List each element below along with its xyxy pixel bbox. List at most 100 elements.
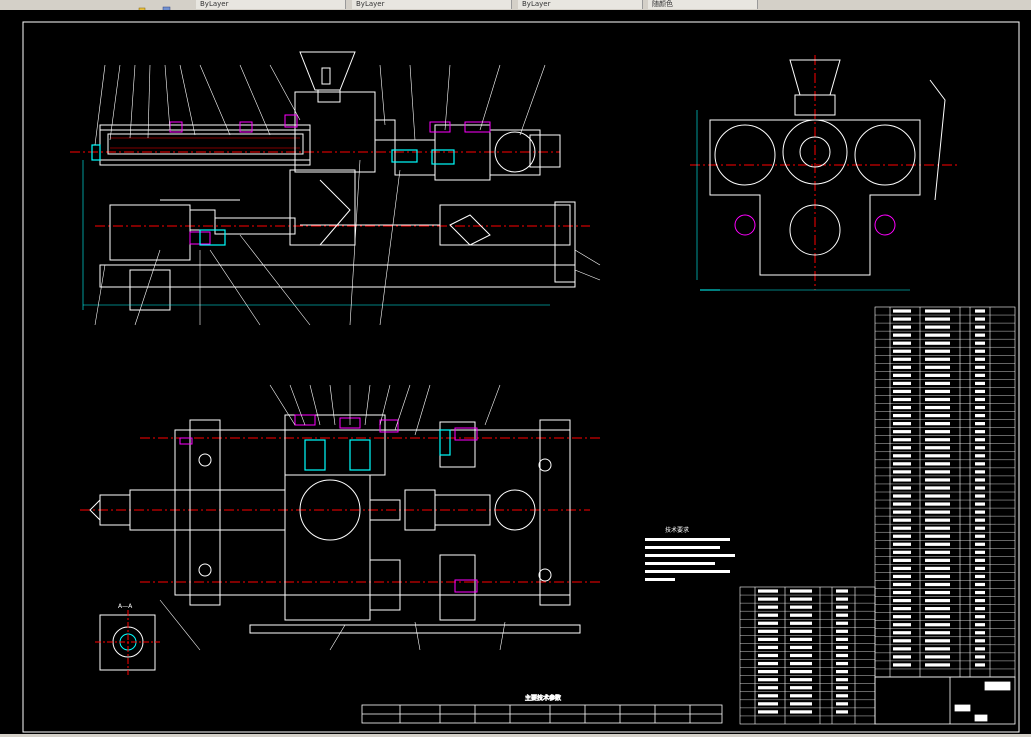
parts-right-cell-text bbox=[975, 454, 985, 458]
parts-right-cell-text bbox=[893, 486, 911, 490]
layer-stack-icon[interactable] bbox=[162, 0, 171, 14]
parts-left-cell-text bbox=[758, 670, 778, 674]
parts-right-cell-text bbox=[925, 365, 950, 369]
parts-right-cell-text bbox=[975, 365, 985, 369]
parts-right-cell-text bbox=[893, 631, 911, 635]
parts-left-cell-text bbox=[836, 613, 848, 617]
parts-left-cell-text bbox=[790, 702, 812, 706]
technical-requirements: 技术要求 bbox=[645, 526, 735, 581]
parts-left-cell-text bbox=[790, 661, 812, 666]
parts-right-cell-text bbox=[925, 542, 950, 546]
parts-right-cell-text bbox=[925, 317, 950, 321]
parts-right-cell-text bbox=[925, 615, 950, 619]
parts-right-cell-text bbox=[893, 422, 911, 426]
parts-right-cell-text bbox=[893, 349, 911, 353]
parts-right-cell-text bbox=[975, 518, 985, 522]
parts-right-cell-text bbox=[975, 446, 985, 450]
parts-left-cell-text bbox=[790, 621, 812, 625]
parts-right-cell-text bbox=[975, 542, 985, 546]
plotstyle-dropdown[interactable]: 随颜色 bbox=[648, 0, 758, 9]
parts-right-cell-text bbox=[975, 405, 985, 410]
parts-right-cell-text bbox=[975, 438, 985, 442]
parts-right-cell-text bbox=[925, 502, 950, 506]
parts-right-cell-text bbox=[975, 663, 985, 667]
parts-left-cell-text bbox=[836, 678, 848, 682]
parts-left-cell-text bbox=[836, 694, 848, 698]
cad-drawing[interactable]: A—A 技术要求 主要技术参数 bbox=[0, 10, 1031, 734]
parts-left-cell-text bbox=[790, 678, 812, 682]
parts-left-cell-text bbox=[790, 613, 812, 617]
main-section-view bbox=[70, 51, 590, 311]
parts-right-cell-text bbox=[975, 534, 985, 538]
parts-right-cell-text bbox=[975, 341, 985, 345]
main-section-highlight bbox=[91, 144, 455, 246]
parts-left-cell-text bbox=[758, 597, 778, 601]
parts-right-cell-text bbox=[893, 615, 911, 619]
parts-left-cell-text bbox=[790, 670, 812, 674]
parts-right-cell-text bbox=[925, 341, 950, 345]
parts-right-cell-text bbox=[925, 325, 950, 329]
parts-right-cell-text bbox=[893, 639, 911, 643]
parts-right-cell-text bbox=[893, 566, 911, 571]
linetype-dropdown[interactable]: ByLayer bbox=[352, 0, 512, 9]
parts-left-cell-text bbox=[758, 661, 778, 666]
parts-left-cell-text bbox=[836, 629, 848, 633]
plan-view-hatch bbox=[179, 414, 478, 593]
tech-requirements-title: 技术要求 bbox=[665, 526, 689, 534]
parts-right-cell-text bbox=[975, 598, 985, 603]
parts-right-cell-text bbox=[893, 341, 911, 345]
parts-right-cell-text bbox=[893, 598, 911, 603]
parts-right-cell-text bbox=[893, 405, 911, 410]
parts-right-cell-text bbox=[893, 526, 911, 530]
parts-right-cell-text bbox=[975, 623, 985, 627]
main-section-leaders bbox=[94, 64, 601, 326]
parts-right-cell-text bbox=[893, 542, 911, 546]
parts-right-cell-text bbox=[975, 309, 985, 313]
parts-right-cell-text bbox=[975, 422, 985, 426]
parts-right-cell-text bbox=[925, 413, 950, 418]
parts-right-cell-text bbox=[975, 389, 985, 394]
parts-right-cell-text bbox=[893, 357, 911, 361]
parts-right-cell-text bbox=[925, 381, 950, 386]
parts-right-cell-text bbox=[925, 349, 950, 353]
parts-right-cell-text bbox=[975, 462, 985, 466]
parts-right-cell-text bbox=[893, 430, 911, 434]
parts-right-cell-text bbox=[893, 365, 911, 369]
parts-right-cell-text bbox=[893, 389, 911, 394]
parts-right-cell-text bbox=[925, 486, 950, 490]
parts-right-cell-text bbox=[893, 478, 911, 482]
parts-right-cell-text bbox=[893, 550, 911, 554]
parts-right-cell-text bbox=[975, 478, 985, 482]
parts-right-cell-text bbox=[925, 582, 950, 587]
lineweight-dropdown[interactable]: ByLayer bbox=[518, 0, 643, 9]
parts-right-cell-text bbox=[975, 550, 985, 554]
detail-view bbox=[95, 610, 160, 675]
color-dropdown[interactable]: ByLayer bbox=[196, 0, 346, 9]
params-title: 主要技术参数 bbox=[525, 694, 561, 702]
parts-left-cell-text bbox=[836, 597, 848, 601]
parts-right-cell-text bbox=[975, 317, 985, 321]
parts-left-cell-text bbox=[836, 661, 848, 666]
parts-right-cell-text bbox=[925, 389, 950, 394]
parts-right-cell-text bbox=[925, 373, 950, 377]
parts-right-cell-text bbox=[975, 510, 985, 514]
parts-right-cell-text bbox=[893, 438, 911, 442]
parts-right-cell-text bbox=[893, 607, 911, 611]
parts-right-cell-text bbox=[893, 373, 911, 377]
parts-right-cell-text bbox=[925, 422, 950, 426]
layer-icon[interactable] bbox=[138, 0, 147, 14]
parts-right-cell-text bbox=[893, 574, 911, 579]
parts-right-cell-text bbox=[925, 558, 950, 562]
parts-left-cell-text bbox=[758, 702, 778, 706]
parts-left-cell-text bbox=[836, 710, 848, 714]
parts-right-cell-text bbox=[975, 494, 985, 498]
parts-right-cell-text bbox=[893, 381, 911, 386]
drawing-canvas[interactable]: A—A 技术要求 主要技术参数 bbox=[0, 10, 1031, 734]
parts-right-cell-text bbox=[925, 647, 950, 651]
parts-right-cell-text bbox=[925, 309, 950, 313]
parts-list-left bbox=[739, 586, 876, 725]
parts-right-cell-text bbox=[975, 470, 985, 474]
parts-right-cell-text bbox=[893, 558, 911, 562]
parts-right-cell-text bbox=[893, 325, 911, 329]
plan-view bbox=[80, 414, 600, 634]
